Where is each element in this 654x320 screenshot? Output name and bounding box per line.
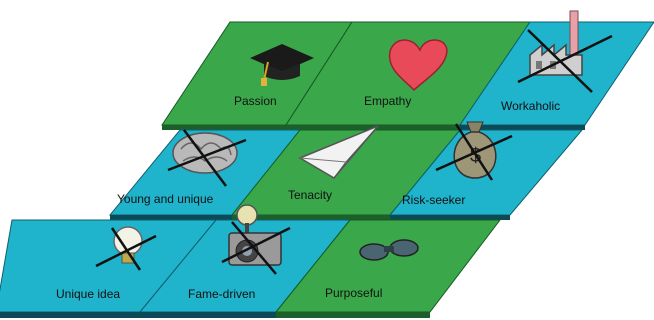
label-workaholic: Workaholic (501, 99, 561, 113)
cross-line-young-2 (167, 138, 247, 172)
graduation-cap-icon (250, 44, 314, 86)
label-unique-idea: Unique idea (56, 287, 121, 301)
label-purposeful: Purposeful (325, 286, 383, 300)
cross-line-workaholic-2 (517, 34, 613, 84)
cross-line-fame-1 (231, 221, 277, 275)
label-fame-driven: Fame-driven (188, 287, 256, 301)
heart-icon (388, 39, 448, 92)
label-tenacity: Tenacity (288, 188, 333, 202)
tile-unique-idea (0, 219, 218, 318)
cross-line-fame-2 (221, 226, 291, 264)
label-empathy: Empathy (364, 94, 412, 108)
cross-line-young-1 (183, 129, 227, 187)
label-young-and-unique: Young and unique (117, 192, 214, 206)
tile-purposeful (274, 219, 502, 318)
cross-line-risk-2 (435, 134, 513, 172)
tile-passion (161, 21, 353, 130)
label-risk-seeker: Risk-seeker (402, 193, 466, 207)
label-passion: Passion (234, 94, 277, 108)
binoculars-icon (359, 239, 419, 261)
cross-line-idea-1 (110, 227, 142, 271)
paper-plane-icon (298, 125, 379, 179)
cross-line-idea-2 (95, 234, 157, 268)
